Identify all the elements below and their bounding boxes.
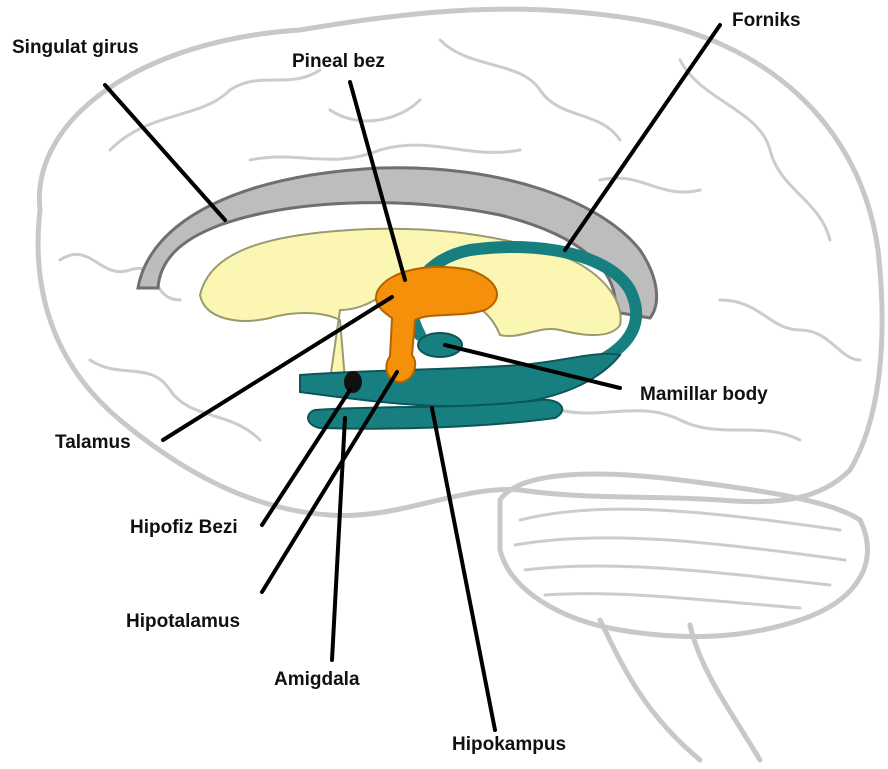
mamillary-body: [418, 333, 462, 357]
leader-amygdala: [332, 418, 345, 660]
leader-fornix: [565, 25, 720, 250]
label-fornix: Forniks: [732, 11, 801, 30]
pineal-hypothalamus: [376, 267, 497, 382]
label-thalamus: Talamus: [55, 433, 131, 452]
label-hypothalamus: Hipotalamus: [126, 612, 240, 631]
label-cingulate: Singulat girus: [12, 38, 139, 57]
label-mamillary: Mamillar body: [640, 385, 768, 404]
label-amygdala: Amigdala: [274, 670, 360, 689]
brain-stem: [600, 620, 760, 760]
label-pineal: Pineal bez: [292, 52, 385, 71]
pituitary: [344, 371, 362, 393]
label-pituitary: Hipofiz Bezi: [130, 518, 238, 537]
leader-hippocampus: [432, 408, 495, 730]
label-hippocampus: Hipokampus: [452, 735, 566, 754]
leader-hypothalamus: [262, 372, 397, 592]
leader-pituitary: [262, 390, 350, 525]
